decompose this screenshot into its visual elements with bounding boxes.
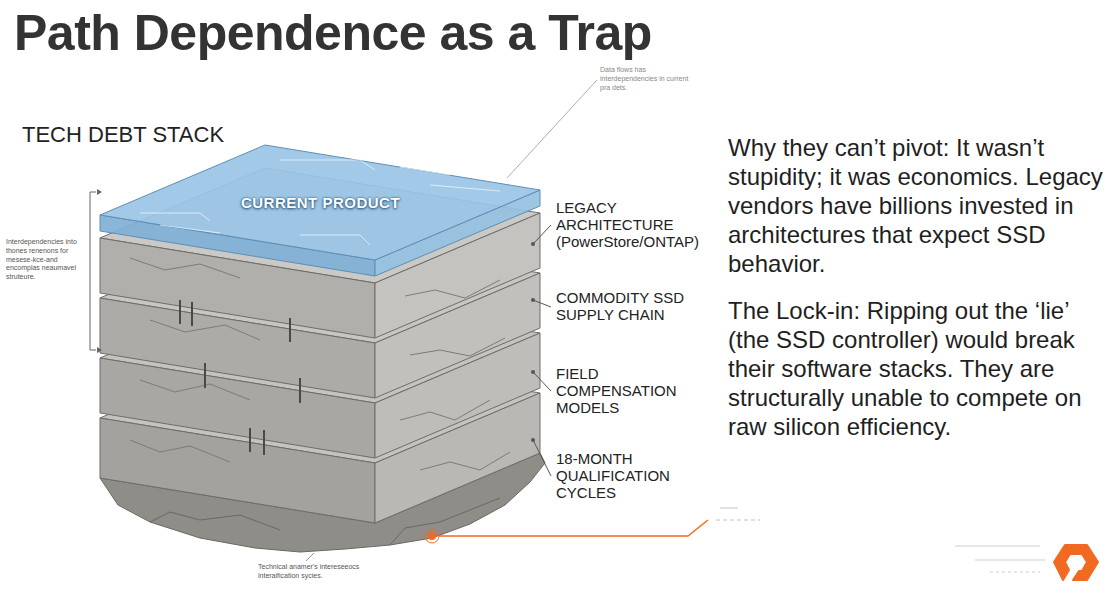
- leader-line: [533, 300, 551, 307]
- circuit-trace: [280, 160, 375, 170]
- rebar: [249, 428, 251, 452]
- glass-top-face: [100, 145, 540, 260]
- leader-line: [533, 372, 551, 391]
- circuit-line: [720, 508, 738, 509]
- slab-crack: [405, 280, 500, 298]
- leader-dot: [531, 370, 535, 374]
- slab-crack: [130, 440, 230, 462]
- bracket-arrow: [97, 189, 102, 195]
- rebar: [299, 378, 301, 403]
- circuit-trace: [430, 185, 500, 191]
- bracket-arrow: [97, 347, 102, 353]
- slab-crack: [400, 400, 490, 420]
- layer-label: 18-MONTH QUALIFICATION CYCLES: [556, 451, 686, 502]
- circuit-line: [975, 560, 1045, 561]
- leader-dot: [531, 242, 535, 246]
- slab-crack: [420, 452, 510, 470]
- leader-line: [533, 440, 551, 476]
- bracket-line: [90, 192, 91, 350]
- rebar: [204, 363, 206, 388]
- glass-slab: [100, 145, 541, 277]
- rebar: [179, 300, 181, 324]
- slab-crack: [140, 380, 250, 400]
- bracket-line: [90, 192, 96, 193]
- leader-line: [306, 553, 314, 561]
- slab-crack: [410, 338, 505, 356]
- leader-dot: [531, 438, 535, 442]
- rebar: [263, 430, 265, 455]
- circuit-line: [955, 546, 1040, 547]
- circuit-line: [716, 520, 760, 521]
- section-label: TECH DEBT STACK: [22, 122, 262, 147]
- circuit-line: [990, 572, 1040, 573]
- body-paragraph: The Lock-in: Ripping out the ‘lie’ (the …: [728, 296, 1103, 441]
- circuit-trace: [400, 167, 450, 175]
- layer-label: COMMODITY SSD SUPPLY CHAIN: [556, 290, 696, 324]
- bracket-line: [90, 350, 96, 351]
- leader-dot: [531, 298, 535, 302]
- product-layer: CURRENT PRODUCT: [100, 145, 541, 277]
- layer-title: CURRENT PRODUCT: [100, 194, 541, 211]
- body-paragraph: Why they can’t pivot: It wasn’t stupidit…: [728, 133, 1103, 278]
- leader-line: [533, 225, 551, 244]
- layer-label: LEGACY ARCHITECTURE (PowerStore/ONTAP): [556, 200, 716, 251]
- rebar: [191, 302, 193, 326]
- rebar: [289, 318, 291, 342]
- callout-line: [439, 520, 708, 536]
- circuit-trace: [160, 225, 220, 233]
- layer-label: FIELD COMPENSATION MODELS: [556, 366, 686, 417]
- callout-dot-ring: [425, 529, 439, 543]
- annotation-note: Technical anamer's intereseeocs interaif…: [258, 563, 370, 581]
- circuit-trace: [300, 235, 370, 245]
- page-title: Path Dependence as a Trap: [14, 4, 652, 62]
- annotation-note: Data flows has interdependencies in curr…: [600, 66, 692, 92]
- slab-crack: [130, 258, 240, 278]
- annotation-note: Interdependencies into thones renenons f…: [6, 238, 86, 282]
- callout-dot: [428, 532, 436, 540]
- rubble-crack: [150, 512, 280, 530]
- circuit-trace: [140, 213, 210, 221]
- slab-crack: [150, 320, 260, 340]
- brand-logo: [1054, 545, 1098, 580]
- leader-line: [507, 80, 597, 178]
